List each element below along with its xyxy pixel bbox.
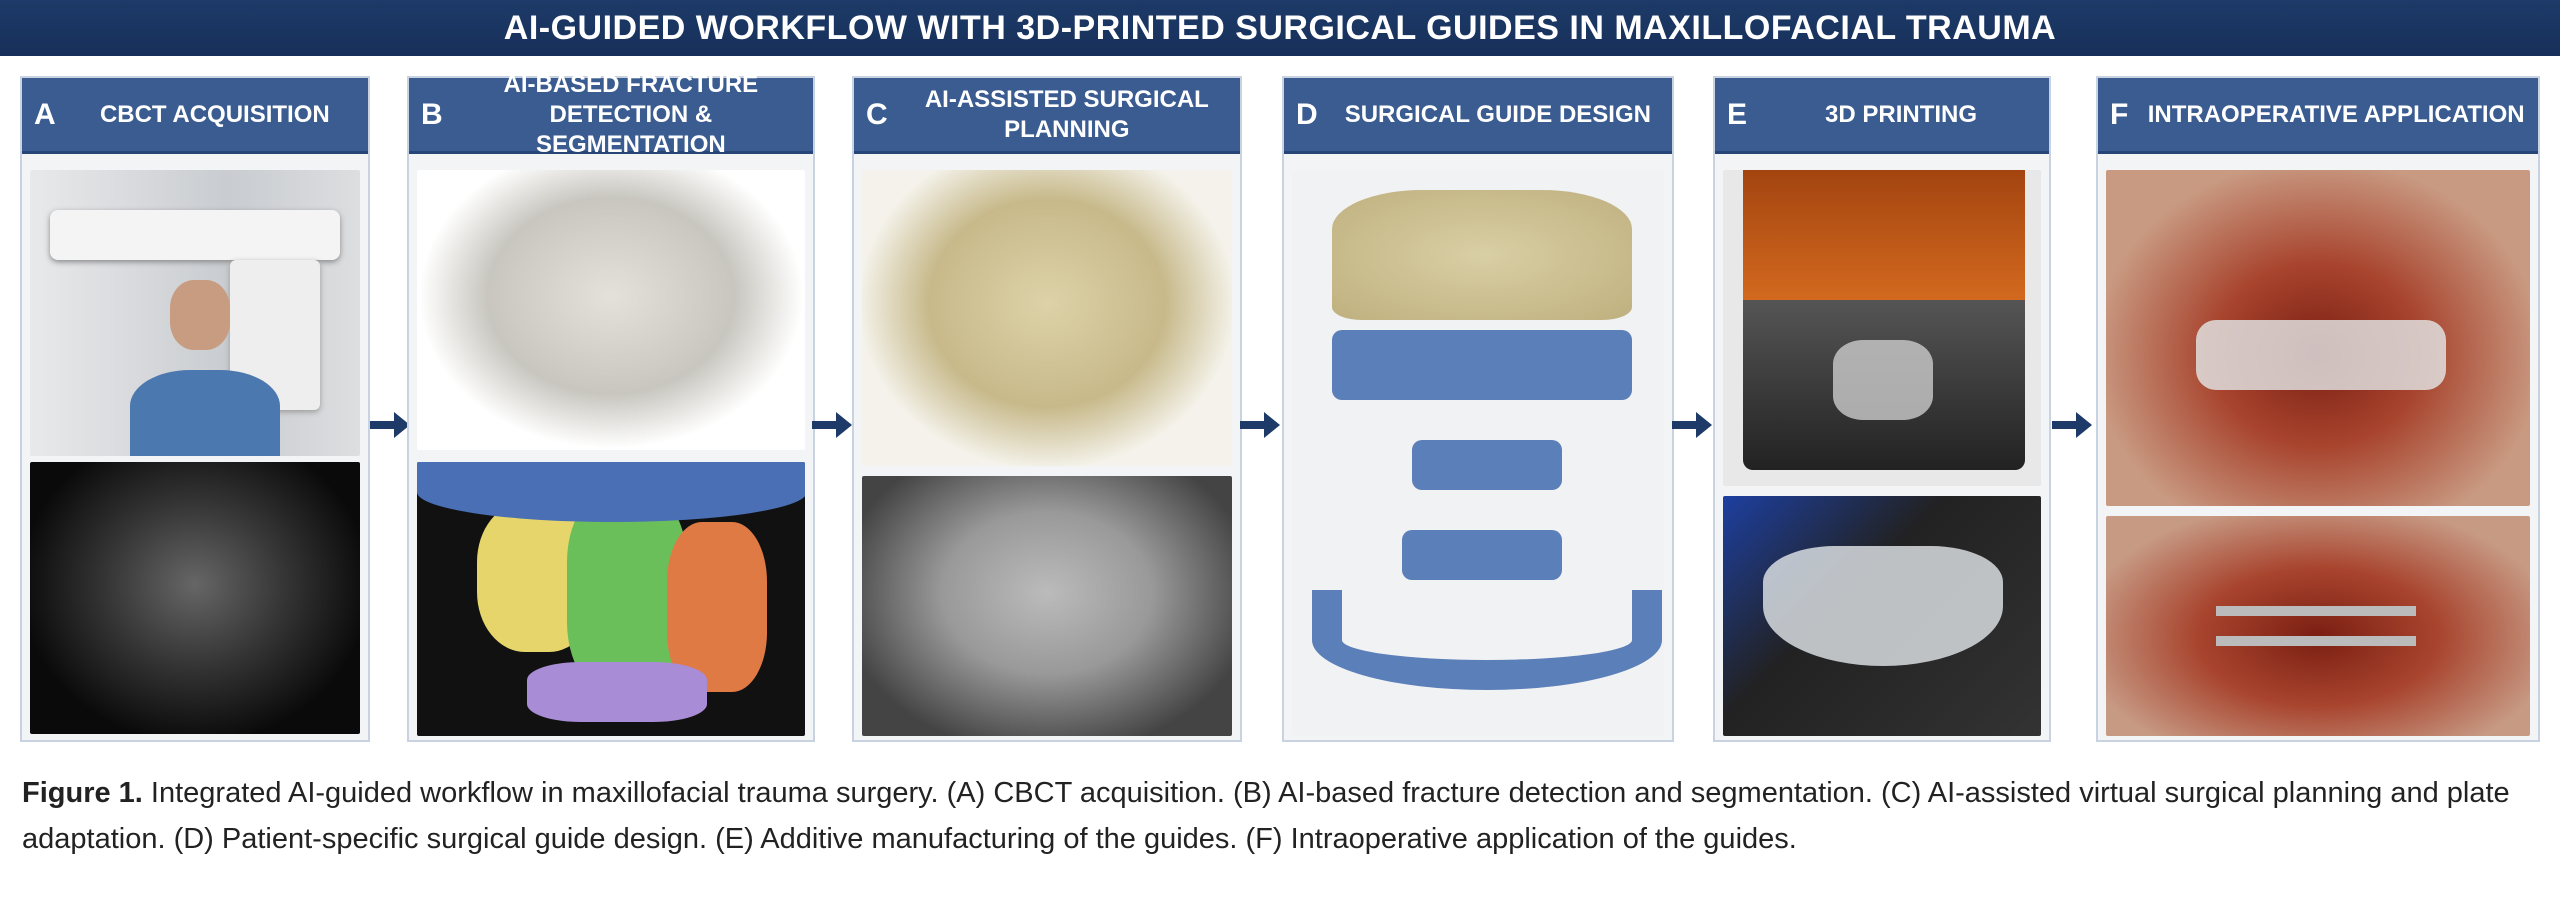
panel-f: F INTRAOPERATIVE APPLICATION bbox=[2096, 76, 2540, 742]
plate-adaptation-skull-image bbox=[862, 476, 1232, 736]
ct-scan-image bbox=[30, 462, 360, 734]
printed-guide-image bbox=[1723, 496, 2041, 736]
figure-title: AI-GUIDED WORKFLOW WITH 3D-PRINTED SURGI… bbox=[0, 0, 2560, 56]
panel-letter: E bbox=[1727, 97, 1748, 131]
panel-label: AI-BASED FRACTURE DETECTION & SEGMENTATI… bbox=[503, 70, 759, 158]
panel-label: AI-ASSISTED SURGICAL PLANNING bbox=[924, 85, 1209, 143]
segmentation-skull-image bbox=[417, 462, 805, 736]
panel-d: D SURGICAL GUIDE DESIGN bbox=[1282, 76, 1674, 742]
arrow-right-icon bbox=[812, 412, 852, 438]
panel-header: D SURGICAL GUIDE DESIGN bbox=[1284, 78, 1672, 154]
panel-b: B AI-BASED FRACTURE DETECTION & SEGMENTAT… bbox=[407, 71, 815, 742]
arrow-right-icon bbox=[370, 412, 410, 438]
arrow-right-icon bbox=[1240, 412, 1280, 438]
fracture-detection-skull-image bbox=[417, 170, 805, 450]
panel-header: A CBCT ACQUISITION bbox=[22, 78, 368, 154]
figure-caption: Figure 1. Integrated AI-guided workflow … bbox=[22, 770, 2522, 862]
panel-letter: F bbox=[2110, 97, 2129, 131]
panel-letter: C bbox=[866, 97, 888, 131]
panel-header: C AI-ASSISTED SURGICAL PLANNING bbox=[854, 78, 1240, 154]
surgical-plan-skull-image bbox=[862, 170, 1232, 466]
arrow-right-icon bbox=[1672, 412, 1712, 438]
panel-letter: A bbox=[34, 97, 56, 131]
panel-label: CBCT ACQUISITION bbox=[99, 100, 330, 128]
3d-printer-image bbox=[1723, 170, 2041, 486]
panel-label: 3D PRINTING bbox=[1825, 100, 1978, 128]
panel-c: C AI-ASSISTED SURGICAL PLANNING bbox=[852, 76, 1242, 742]
panel-e: E 3D PRINTING bbox=[1713, 76, 2051, 742]
caption-label: Figure 1. bbox=[22, 777, 143, 809]
arrow-right-icon bbox=[2052, 412, 2092, 438]
panel-header: B AI-BASED FRACTURE DETECTION & SEGMENTAT… bbox=[409, 71, 813, 158]
panel-label: SURGICAL GUIDE DESIGN bbox=[1344, 100, 1651, 128]
panel-a: A CBCT ACQUISITION bbox=[20, 76, 370, 742]
panel-label: INTRAOPERATIVE APPLICATION bbox=[2147, 100, 2525, 128]
cbct-scanner-image bbox=[30, 170, 360, 456]
caption-text: Integrated AI-guided workflow in maxillo… bbox=[22, 777, 2510, 855]
panel-header: E 3D PRINTING bbox=[1715, 78, 2049, 154]
surgical-guide-design-image bbox=[1292, 170, 1664, 736]
panel-letter: D bbox=[1296, 97, 1318, 131]
panel-header: F INTRAOPERATIVE APPLICATION bbox=[2098, 78, 2538, 154]
intraoperative-mandible-image bbox=[2106, 516, 2530, 736]
panel-letter: B bbox=[421, 97, 443, 131]
intraoperative-maxilla-image bbox=[2106, 170, 2530, 506]
